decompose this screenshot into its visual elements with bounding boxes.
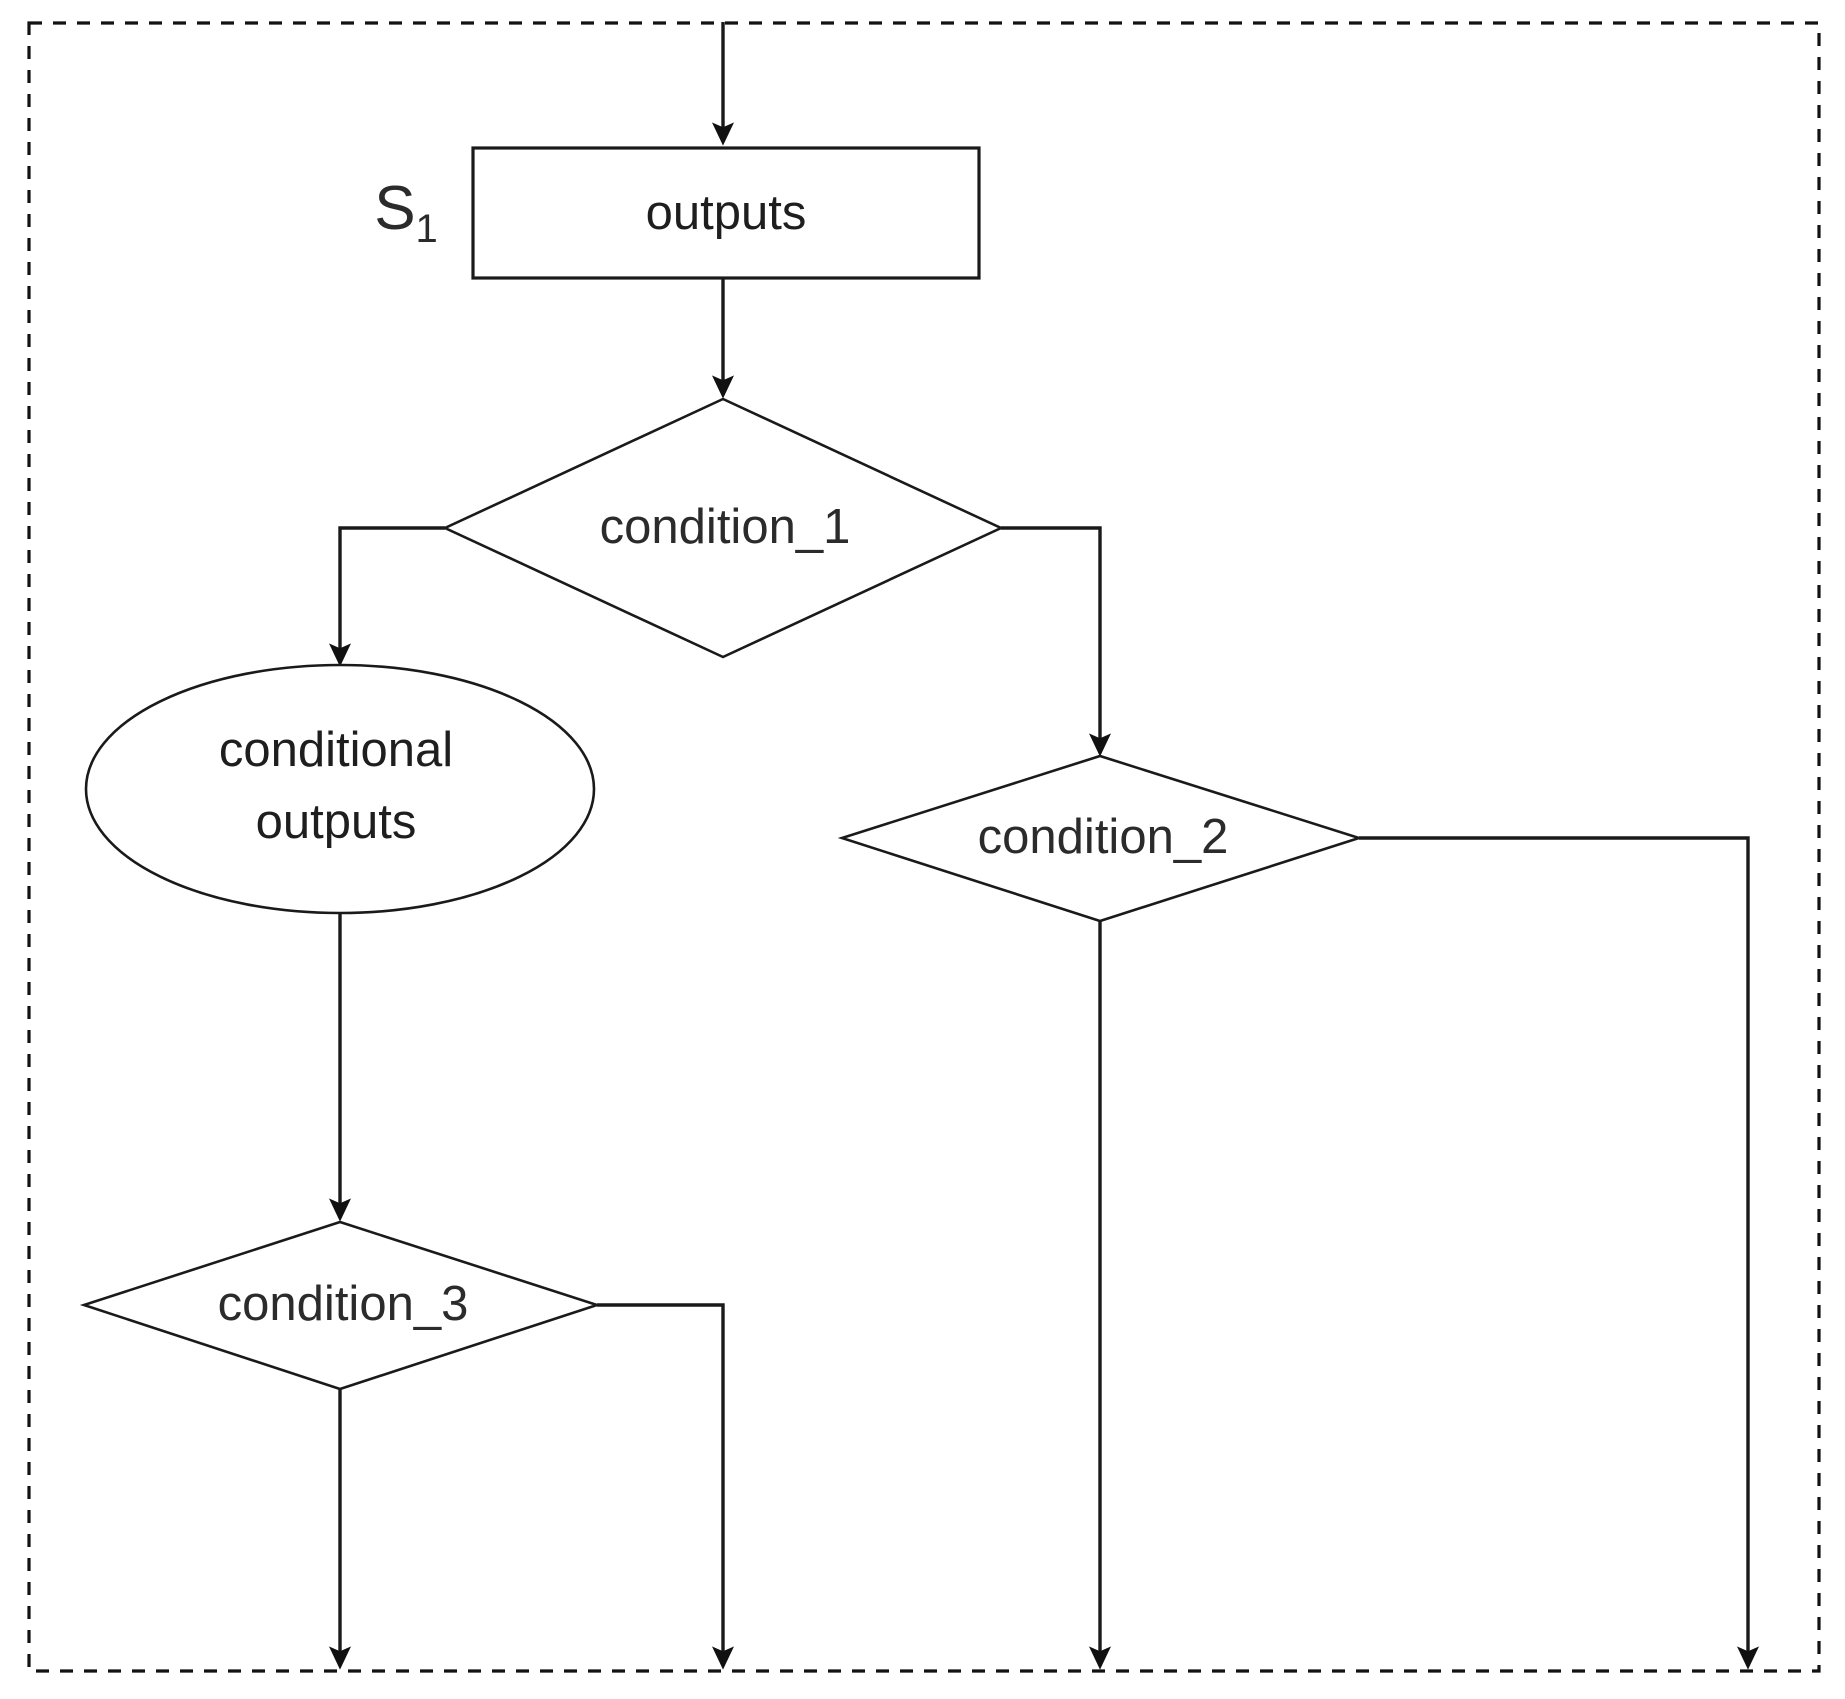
node-condition-1[interactable]: condition_1 <box>441 397 1005 659</box>
edge-condition1-to-conditional-outputs <box>328 526 445 667</box>
node-condition-2-shape <box>837 754 1364 923</box>
node-outputs-label: outputs <box>646 186 807 240</box>
node-outputs[interactable]: outputs <box>471 146 981 280</box>
node-condition-3-shape <box>79 1220 602 1391</box>
edge-condition3-right-exit <box>597 1303 735 1670</box>
edge-condition1-to-condition2 <box>1001 526 1112 757</box>
node-condition-3-label: condition_3 <box>218 1277 469 1331</box>
edge-condition2-right-exit <box>1359 836 1760 1670</box>
node-condition-1-shape <box>441 397 1005 659</box>
node-condition-3[interactable]: condition_3 <box>79 1220 602 1391</box>
node-conditional-outputs[interactable]: conditional outputs <box>84 663 596 915</box>
state-label-group: S1 <box>374 174 438 250</box>
node-condition-1-label: condition_1 <box>600 500 851 554</box>
state-label-subscript: 1 <box>416 207 438 251</box>
node-condition-2-label: condition_2 <box>978 810 1229 864</box>
state-label-letter: S <box>374 174 415 243</box>
node-conditional-outputs-shape <box>84 663 596 915</box>
node-condition-2[interactable]: condition_2 <box>837 754 1364 923</box>
svg-text:S1: S1 <box>374 174 438 250</box>
state-group-boundary <box>27 21 1821 1673</box>
node-conditional-outputs-label-line1: conditional <box>219 723 453 777</box>
node-conditional-outputs-label-line2: outputs <box>256 795 417 849</box>
node-outputs-shape <box>471 146 981 280</box>
